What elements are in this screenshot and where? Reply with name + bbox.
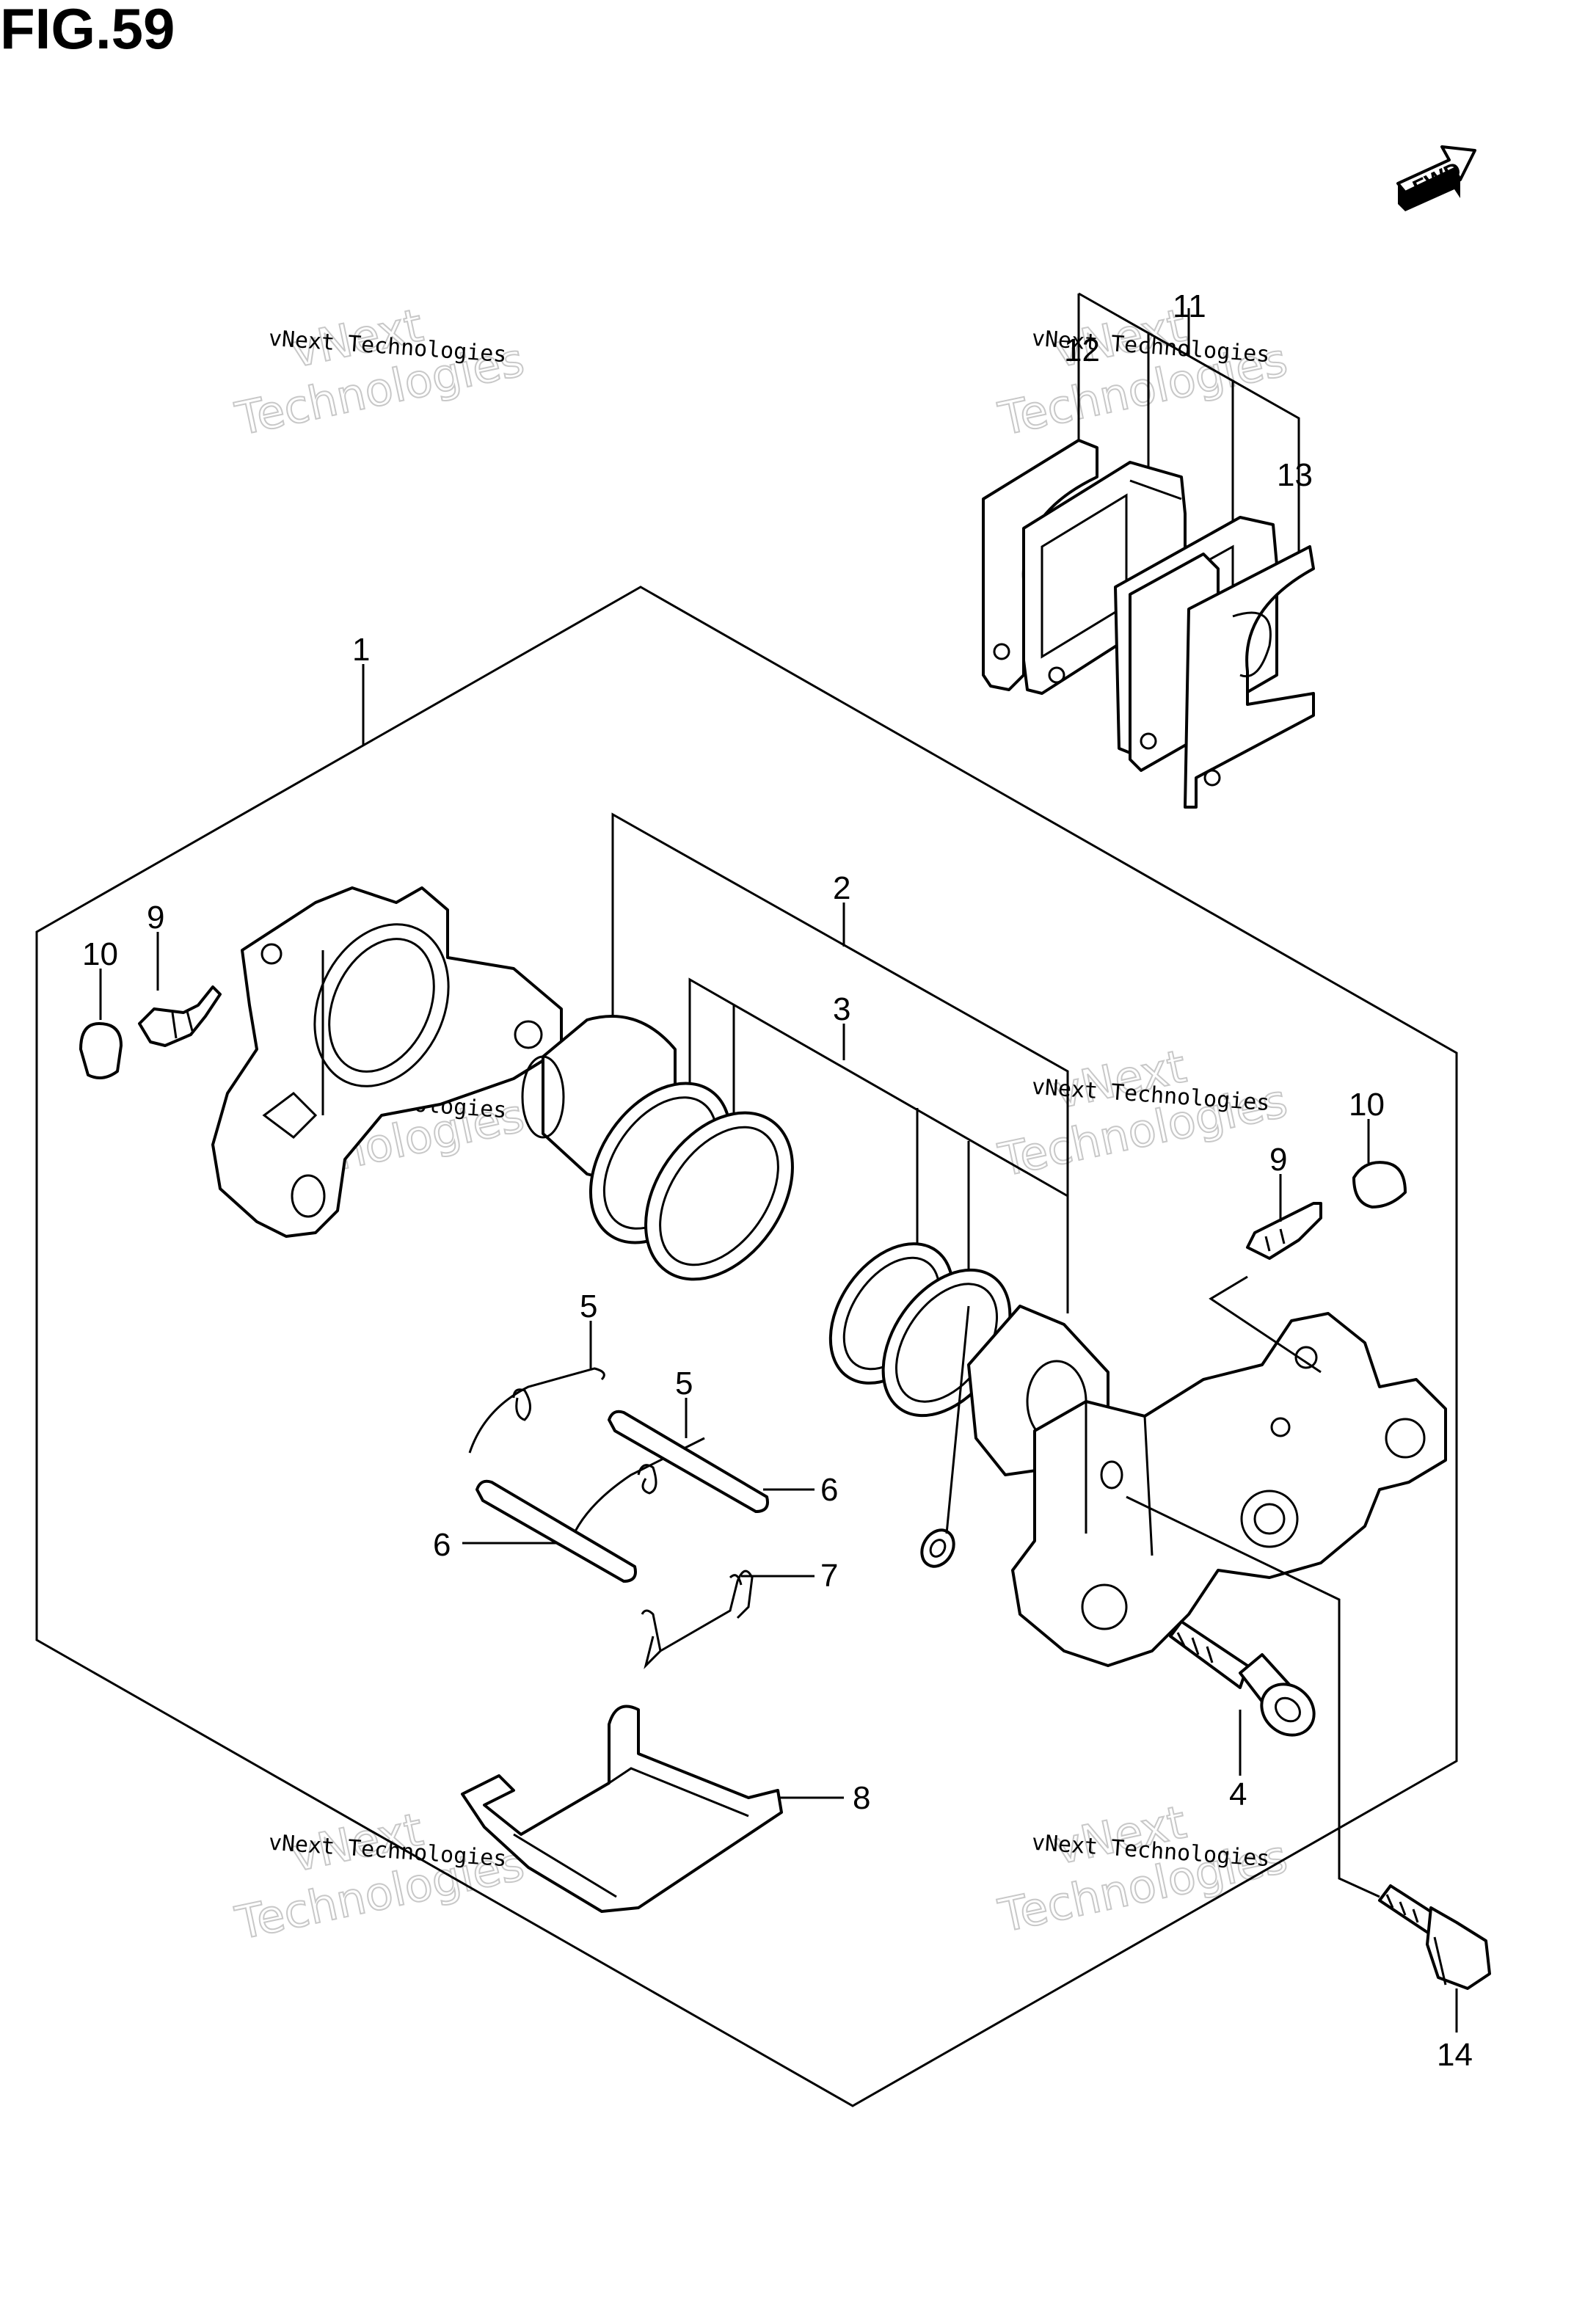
figure-title: FIG.59 (0, 0, 175, 61)
callout-10-right: 10 (1349, 1087, 1385, 1123)
bleeder-cap-left (79, 1022, 123, 1079)
bleeder-cap-right (1352, 1161, 1407, 1208)
callout-11: 11 (1173, 288, 1206, 324)
callout-13: 13 (1277, 457, 1313, 493)
callout-5-upper: 5 (580, 1288, 597, 1324)
fwd-arrow-icon: FWD (1396, 145, 1476, 211)
callout-12: 12 (1064, 332, 1100, 368)
callout-10-left: 10 (82, 936, 118, 972)
pin-clip (641, 1570, 754, 1669)
callout-5-lower: 5 (675, 1366, 693, 1401)
watermark-mid-right: vNext Technologies vNext Technologies (994, 1038, 1293, 1187)
leader (1126, 1495, 1380, 1898)
mounting-bolt (1169, 1620, 1316, 1737)
callout-6-lower: 6 (433, 1527, 451, 1563)
callout-1: 1 (352, 632, 370, 668)
pad-retainer-plate (461, 1705, 783, 1913)
leader (945, 1305, 970, 1534)
bleeder-screw-left (138, 985, 222, 1047)
callout-3: 3 (833, 991, 850, 1027)
dust-seal-left (644, 1111, 794, 1281)
callout-4: 4 (1229, 1776, 1247, 1812)
kit-bracket-2 (611, 812, 1069, 1313)
o-ring-small (920, 1528, 955, 1568)
bleeder-screw-right (1246, 1202, 1322, 1260)
pad-set-bracket (1078, 292, 1300, 565)
callout-2: 2 (833, 870, 850, 906)
callout-9-right: 9 (1269, 1142, 1287, 1178)
callout-14: 14 (1437, 2037, 1473, 2073)
callout-8: 8 (853, 1780, 870, 1816)
callout-7: 7 (820, 1558, 838, 1594)
pad-spring-upper (468, 1367, 605, 1454)
pad-shim-rear (1184, 545, 1315, 809)
pad-pin-lower (475, 1479, 637, 1583)
pad-spring-lower (571, 1437, 705, 1538)
caliper-bolt (1378, 1884, 1491, 1990)
watermark-bottom-right: vNext Technologies vNext Technologies (994, 1794, 1293, 1943)
pad-pin-upper (608, 1410, 769, 1513)
watermark-top-right: vNext Technologies vNext Technologies (994, 297, 1293, 446)
callout-9-left: 9 (147, 900, 164, 936)
leader (1209, 1275, 1322, 1374)
watermark-top-left: vNext Technologies vNext Technologies (230, 297, 530, 446)
assembly-outline (35, 586, 1458, 2107)
callout-6-upper: 6 (820, 1472, 838, 1508)
caliper-half-right (1011, 1312, 1447, 1667)
caliper-half-left (211, 886, 563, 1238)
